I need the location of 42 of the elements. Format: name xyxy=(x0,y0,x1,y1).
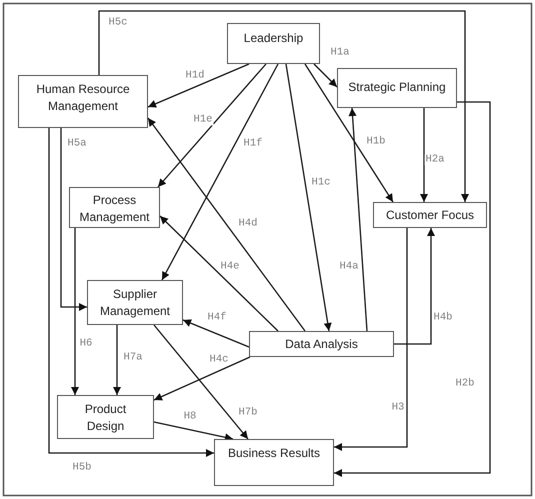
node-text: Business Results xyxy=(228,445,320,462)
process-box xyxy=(18,75,148,128)
arrow xyxy=(420,108,428,202)
node-text: Strategic Planning xyxy=(348,79,446,96)
arrow xyxy=(148,63,250,108)
arrow xyxy=(154,324,248,440)
arrow xyxy=(60,128,87,311)
arrow xyxy=(98,10,469,202)
node-text: Customer Focus xyxy=(386,207,474,224)
node-text: Process Management xyxy=(78,192,151,226)
arrow xyxy=(314,64,338,88)
node-text: Human Resource Management xyxy=(35,81,131,115)
arrow xyxy=(154,421,234,442)
arrow xyxy=(147,118,306,332)
process-box xyxy=(227,23,320,64)
node-text: Supplier Management xyxy=(98,286,172,320)
arrow xyxy=(158,64,266,188)
process-box xyxy=(249,331,394,357)
arrow xyxy=(348,108,368,332)
arrow xyxy=(113,325,121,395)
arrow xyxy=(304,64,394,202)
arrow xyxy=(285,64,332,332)
arrow xyxy=(160,216,278,332)
process-box xyxy=(337,68,457,108)
arrow xyxy=(154,356,250,401)
arrow xyxy=(48,128,214,457)
node-text: Product Design xyxy=(84,400,128,434)
process-box xyxy=(214,439,334,486)
arrow xyxy=(161,64,279,280)
process-box xyxy=(57,395,154,439)
node-text: Leadership xyxy=(244,30,304,47)
process-box xyxy=(87,280,183,325)
arrow xyxy=(71,228,79,395)
arrow xyxy=(182,319,250,348)
edge-label: H2a xyxy=(424,154,446,166)
arrow xyxy=(394,228,435,345)
process-box xyxy=(373,202,487,228)
edge-label: H1e xyxy=(192,114,214,126)
arrow xyxy=(334,228,408,451)
arrow xyxy=(334,101,491,477)
process-box xyxy=(69,187,160,228)
node-text: Data Analysis xyxy=(285,336,358,353)
